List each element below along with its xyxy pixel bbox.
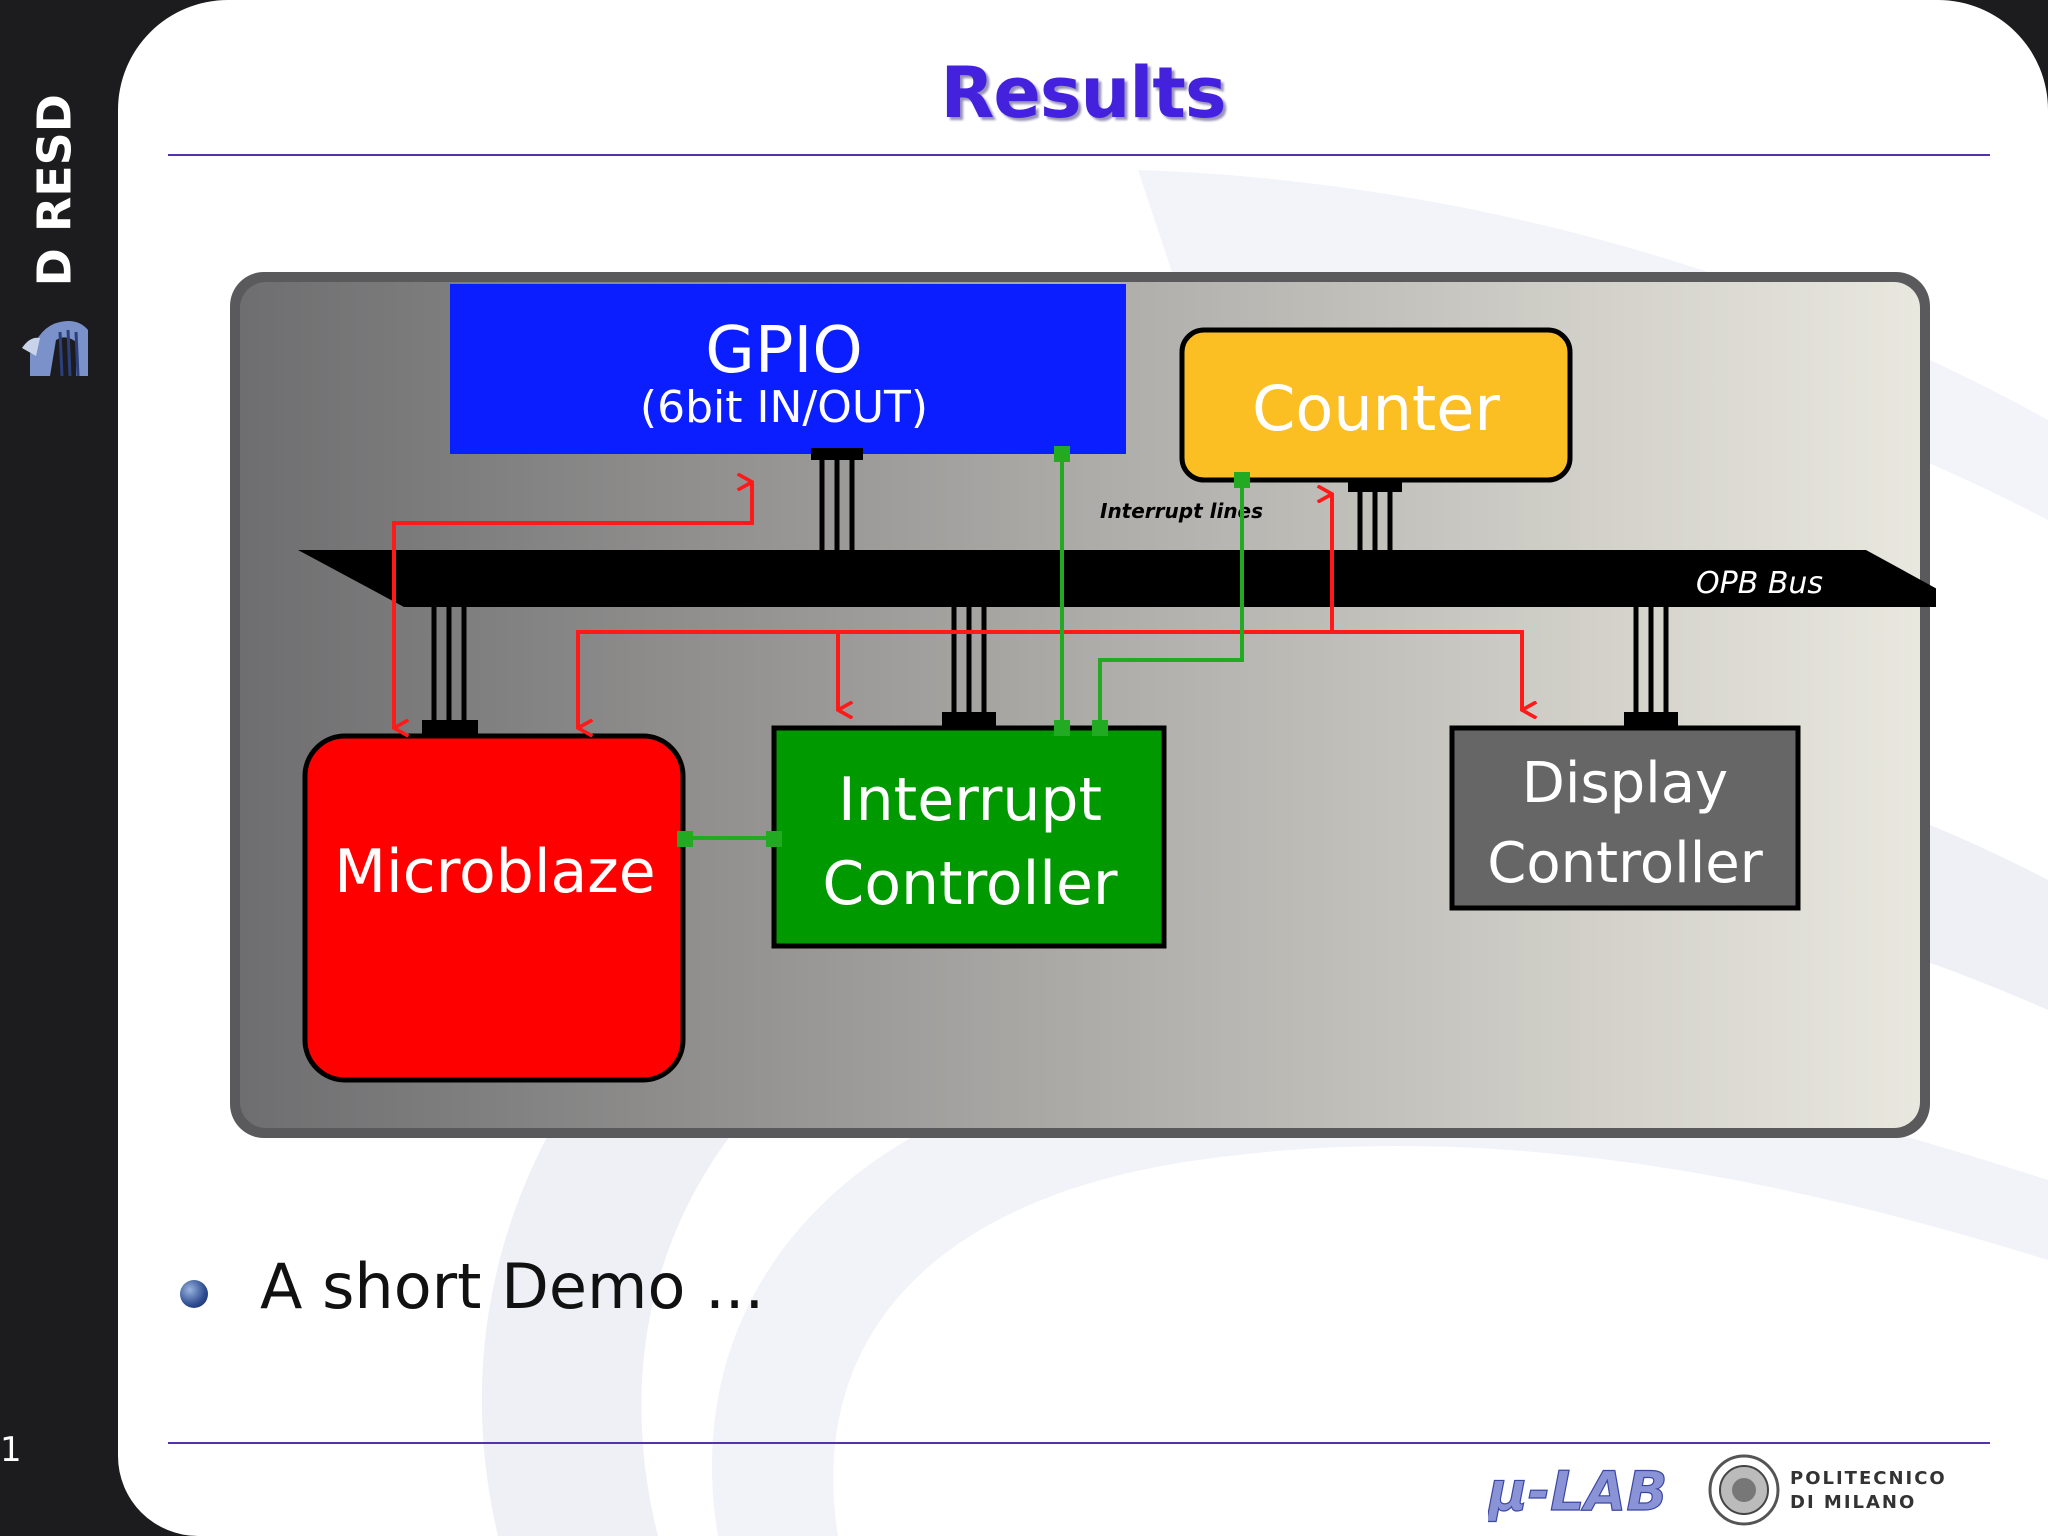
interrupt-wires: [683, 454, 1244, 840]
dresd-logo: D RESD: [22, 94, 88, 377]
sidebar: D RESD 1: [0, 0, 118, 1536]
microblaze-label: Microblaze: [334, 837, 655, 907]
display-controller-line1: Display: [1522, 751, 1728, 816]
counter-label: Counter: [1252, 372, 1500, 445]
slide-title: Results: [940, 52, 1227, 134]
interrupt-controller-line1: Interrupt: [838, 765, 1102, 835]
interrupt-controller-line2: Controller: [822, 849, 1117, 919]
gpio-subtitle: (6bit IN/OUT): [640, 382, 928, 433]
arrow-bus-to-microblaze: [576, 630, 1522, 728]
politecnico-line2: DI MILANO: [1790, 1492, 1916, 1513]
wire-counter-irq: [1098, 480, 1244, 724]
interrupt-lines-label: Interrupt lines: [1100, 499, 1263, 523]
gpio-bus-connector: [811, 448, 863, 550]
arrow-microblaze-to-gpio: [392, 482, 754, 728]
bullet-text: A short Demo ...: [260, 1250, 765, 1323]
bus-label: OPB Bus: [1696, 566, 1823, 601]
slide: Results OPB Bus GPIO (6bit IN/OUT): [118, 0, 2048, 1536]
mu-lab-logo: μ-LAB: [1488, 1459, 1668, 1523]
brand-mark-icon: [22, 321, 88, 377]
display-controller-line2: Controller: [1487, 831, 1763, 896]
microblaze-block: [302, 733, 686, 1083]
politecnico-line1: POLITECNICO: [1790, 1468, 1947, 1489]
display-controller-block: [1449, 725, 1801, 911]
svg-text:μ-LAB: μ-LAB: [1488, 1460, 1668, 1523]
opb-bus-shape: [298, 550, 1936, 607]
brand-text: D RESD: [28, 94, 82, 286]
politecnico-seal-icon: [1708, 1454, 1780, 1526]
counter-bus-connector: [1348, 480, 1402, 550]
display-controller-bus-connector: [1624, 607, 1678, 726]
interrupt-wire-nodes: [677, 446, 1250, 847]
system-block-diagram: OPB Bus GPIO (6bit IN/OUT) Counter Inter…: [230, 272, 1936, 1138]
footer-logos: μ-LAB POLITECNICO DI MILANO: [1488, 1454, 1947, 1526]
gpio-title: GPIO: [705, 314, 862, 388]
data-flow-arrows: [392, 482, 1522, 728]
page-number: 1: [0, 1430, 22, 1470]
title-divider: [168, 154, 1990, 156]
gpio-block: [450, 284, 1126, 454]
footer-divider: [168, 1442, 1990, 1444]
bullet-icon: [180, 1280, 208, 1308]
